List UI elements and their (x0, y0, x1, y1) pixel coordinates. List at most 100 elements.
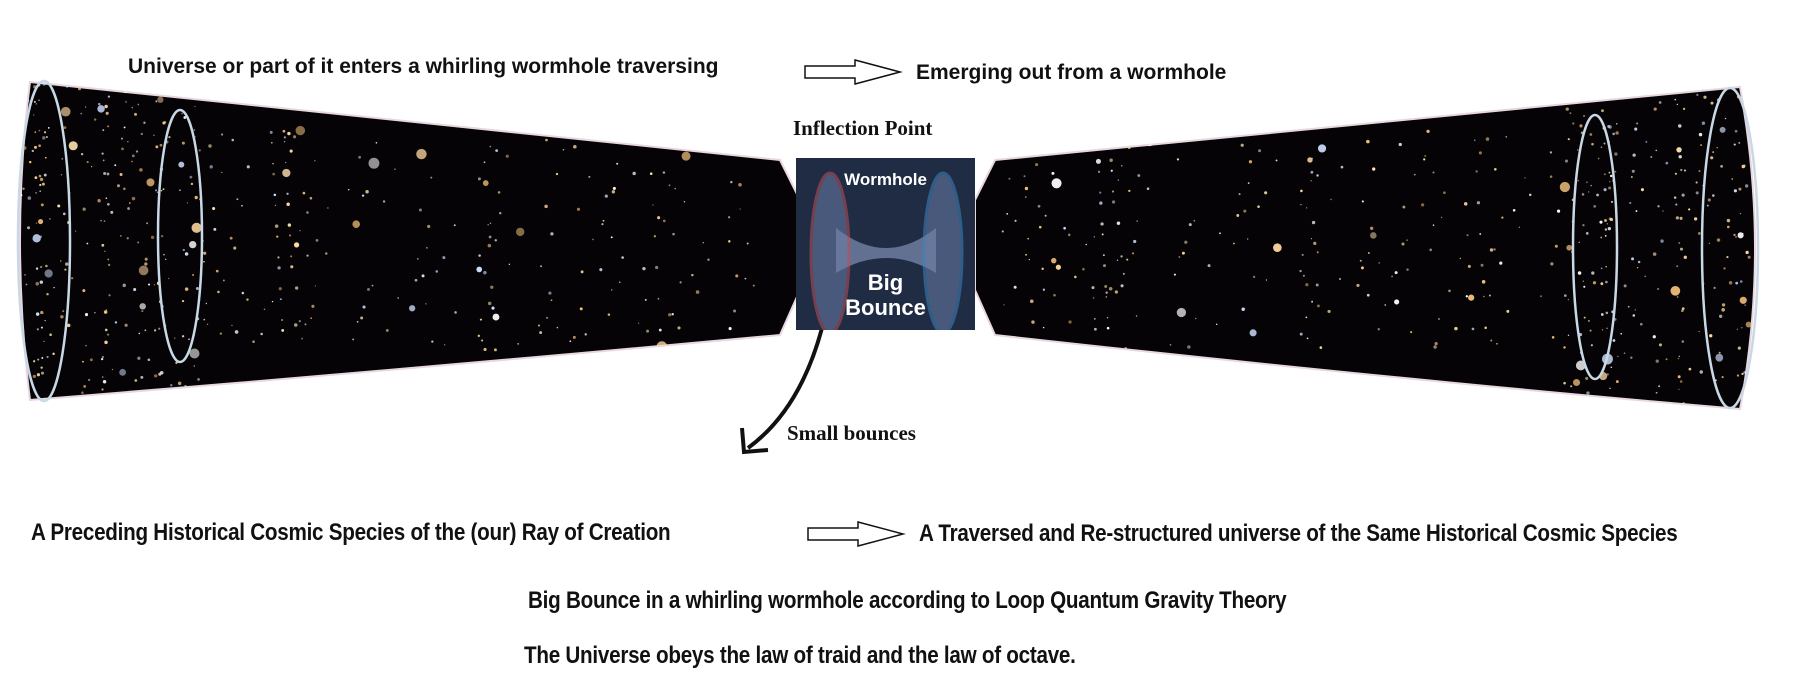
star (1677, 375, 1681, 379)
star (127, 140, 129, 143)
star (1661, 405, 1665, 409)
star (1398, 142, 1402, 147)
star (1524, 177, 1526, 179)
wormhole-icon (809, 171, 964, 330)
star (181, 112, 183, 115)
star (371, 284, 374, 287)
star (1085, 243, 1087, 246)
star (360, 316, 364, 320)
star (1105, 291, 1108, 294)
star (178, 161, 185, 168)
star (40, 326, 43, 329)
star (85, 344, 87, 347)
star (310, 317, 313, 320)
star (153, 284, 156, 286)
star (1605, 265, 1607, 268)
star (733, 309, 737, 313)
star (735, 274, 739, 278)
star (1681, 307, 1685, 310)
star (1001, 339, 1003, 341)
star (36, 373, 41, 377)
star (1117, 179, 1120, 181)
star (103, 171, 107, 175)
star (1639, 322, 1643, 326)
star (273, 193, 277, 197)
star (1479, 233, 1482, 235)
star (1609, 174, 1613, 178)
star (1634, 127, 1638, 131)
star (188, 338, 190, 341)
star (179, 189, 181, 192)
star (1645, 140, 1648, 143)
star (187, 389, 190, 392)
star (1410, 331, 1413, 334)
star (481, 339, 484, 342)
star (43, 173, 47, 177)
star (1299, 269, 1302, 273)
star (1678, 155, 1682, 159)
star (1726, 255, 1729, 259)
star (662, 219, 666, 223)
star (1600, 146, 1603, 148)
star (325, 252, 328, 255)
star (1243, 209, 1247, 213)
star (1433, 345, 1437, 349)
star (37, 358, 40, 361)
star (190, 182, 194, 186)
star (683, 201, 686, 203)
star (1484, 326, 1487, 330)
star (166, 394, 169, 397)
star (1029, 299, 1034, 304)
star (1315, 283, 1319, 287)
star (101, 152, 104, 155)
star (362, 305, 366, 309)
star (545, 138, 548, 142)
star (1688, 208, 1691, 211)
star (1655, 149, 1657, 152)
star (34, 145, 37, 149)
star (1518, 226, 1520, 228)
star (1718, 351, 1721, 354)
star (101, 388, 104, 391)
star (516, 227, 525, 237)
star (435, 270, 439, 273)
star (120, 235, 122, 237)
star (1587, 191, 1590, 193)
star (154, 189, 158, 192)
star (453, 224, 456, 227)
star (45, 136, 48, 138)
star (1683, 169, 1686, 172)
star (1698, 170, 1701, 173)
star (40, 366, 43, 369)
star (131, 154, 135, 158)
top-arrow-icon (804, 59, 903, 85)
star (1475, 170, 1478, 173)
star (97, 102, 101, 106)
star (1424, 155, 1427, 158)
star (68, 141, 78, 151)
star (1248, 160, 1253, 164)
star (1606, 327, 1608, 329)
star (1465, 295, 1469, 298)
star (35, 312, 40, 316)
star (32, 234, 41, 243)
star (621, 256, 624, 259)
star (252, 340, 255, 343)
star (1754, 384, 1755, 386)
star (1577, 179, 1580, 182)
star (1310, 180, 1312, 182)
star (1587, 319, 1590, 322)
star (430, 176, 433, 179)
star (431, 340, 434, 343)
star (1540, 295, 1542, 298)
star (548, 291, 552, 295)
star (1675, 216, 1680, 220)
star (1637, 260, 1641, 264)
star (35, 222, 38, 224)
star (1579, 124, 1583, 128)
star (167, 84, 179, 96)
star (1733, 143, 1736, 146)
star (1476, 201, 1481, 205)
star (1124, 346, 1128, 350)
star (1305, 283, 1309, 287)
